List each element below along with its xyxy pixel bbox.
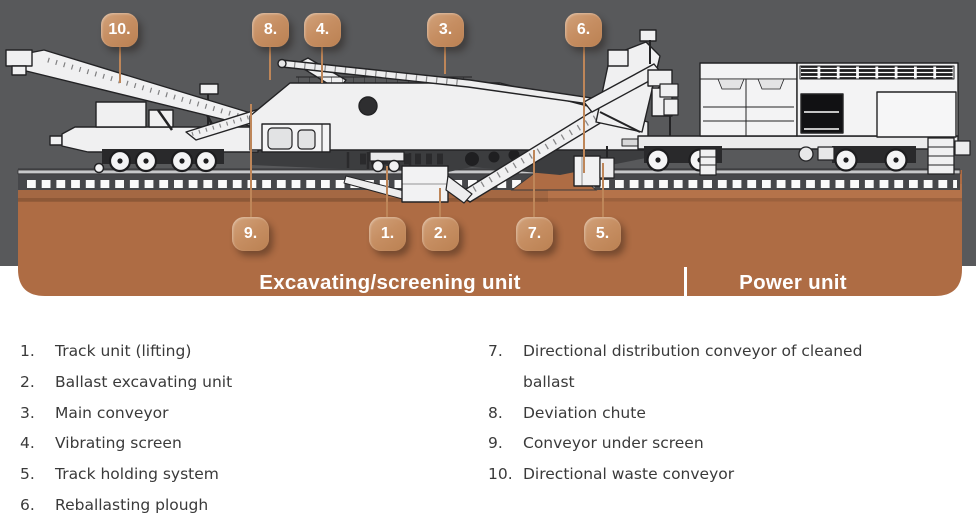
legend-item-10: 10. Directional waste conveyor	[488, 459, 938, 490]
badge-9: 9.	[232, 217, 269, 251]
legend-item-number: 2.	[20, 372, 35, 391]
legend-item-text: Track holding system	[55, 465, 219, 484]
leader-line-6	[582, 46, 586, 173]
legend-item-4: 4. Vibrating screen	[20, 428, 488, 459]
power-unit-vehicle	[621, 62, 971, 176]
legend-item-text: Directional distribution conveyor of cle…	[523, 342, 863, 391]
legend-item-3: 3. Main conveyor	[20, 398, 488, 429]
track-lifting-unit	[369, 151, 405, 173]
legend-item-8: 8. Deviation chute	[488, 398, 938, 429]
cab-steps	[699, 148, 717, 176]
transfer-chute	[659, 83, 679, 136]
legend-item-5: 5. Track holding system	[20, 459, 488, 490]
legend-item-text: Main conveyor	[55, 403, 169, 422]
legend-item-number: 8.	[488, 403, 503, 422]
leader-line-5	[601, 163, 605, 217]
reballasting-plough	[573, 155, 601, 187]
legend-right-column: 7. Directional distribution conveyor of c…	[488, 336, 938, 521]
legend-item-1: 1. Track unit (lifting)	[20, 336, 488, 367]
undercarriage-machinery	[252, 149, 646, 175]
leader-line-8	[268, 46, 272, 80]
badge-7: 7.	[516, 217, 553, 251]
legend-item-number: 6.	[20, 495, 35, 514]
legend-item-text: Vibrating screen	[55, 434, 182, 453]
legend-item-number: 9.	[488, 434, 503, 453]
badge-6: 6.	[565, 13, 602, 47]
legend-left-column: 1. Track unit (lifting) 2. Ballast excavat…	[20, 336, 488, 521]
screen-tower	[583, 29, 673, 133]
badge-3: 3.	[427, 13, 464, 47]
leader-line-2	[438, 188, 442, 217]
legend-item-7: 7. Directional distribution conveyor of c…	[488, 336, 938, 398]
legend-item-text: Directional waste conveyor	[523, 465, 735, 484]
leader-line-4	[320, 46, 324, 83]
legend-item-number: 10.	[488, 465, 513, 484]
legend-item-2: 2. Ballast excavating unit	[20, 367, 488, 398]
legend-item-text: Reballasting plough	[55, 495, 209, 514]
leader-line-7	[532, 150, 536, 217]
leader-line-1	[385, 166, 389, 217]
legend-item-text: Ballast excavating unit	[55, 372, 233, 391]
leader-line-3	[443, 46, 447, 74]
rear-ladder	[927, 137, 971, 175]
section-label-power: Power unit	[739, 271, 847, 294]
leader-line-10	[118, 46, 122, 83]
legend-item-text: Deviation chute	[523, 403, 646, 422]
operator-cab	[261, 123, 331, 153]
legend-item-number: 3.	[20, 403, 35, 422]
badge-10: 10.	[101, 13, 138, 47]
legend-item-9: 9. Conveyor under screen	[488, 428, 938, 459]
legend-item-text: Track unit (lifting)	[55, 342, 192, 360]
roof-grille	[799, 65, 955, 80]
badge-2: 2.	[422, 217, 459, 251]
legend-item-6: 6. Reballasting plough	[20, 490, 488, 521]
badge-8: 8.	[252, 13, 289, 47]
legend-item-number: 7.	[488, 342, 503, 360]
ballast-cleaning-machine	[5, 29, 971, 204]
badge-1: 1.	[369, 217, 406, 251]
radiator-panel	[800, 93, 844, 134]
legend-item-text: Conveyor under screen	[523, 434, 704, 453]
machine-diagram: 10. 8. 4. 3. 6. 9. 1. 2. 7. 5. Excavatin…	[0, 0, 976, 298]
badge-5: 5.	[584, 217, 621, 251]
legend-item-number: 5.	[20, 465, 35, 484]
legend-item-number: 1.	[20, 342, 35, 360]
badge-4: 4.	[304, 13, 341, 47]
leader-line-9	[249, 104, 253, 217]
section-divider	[684, 267, 687, 298]
legend: 1. Track unit (lifting) 2. Ballast excavat…	[0, 310, 976, 521]
machine-diagram-canvas	[0, 0, 976, 296]
section-label-excavating: Excavating/screening unit	[259, 271, 521, 294]
legend-item-number: 4.	[20, 434, 35, 453]
